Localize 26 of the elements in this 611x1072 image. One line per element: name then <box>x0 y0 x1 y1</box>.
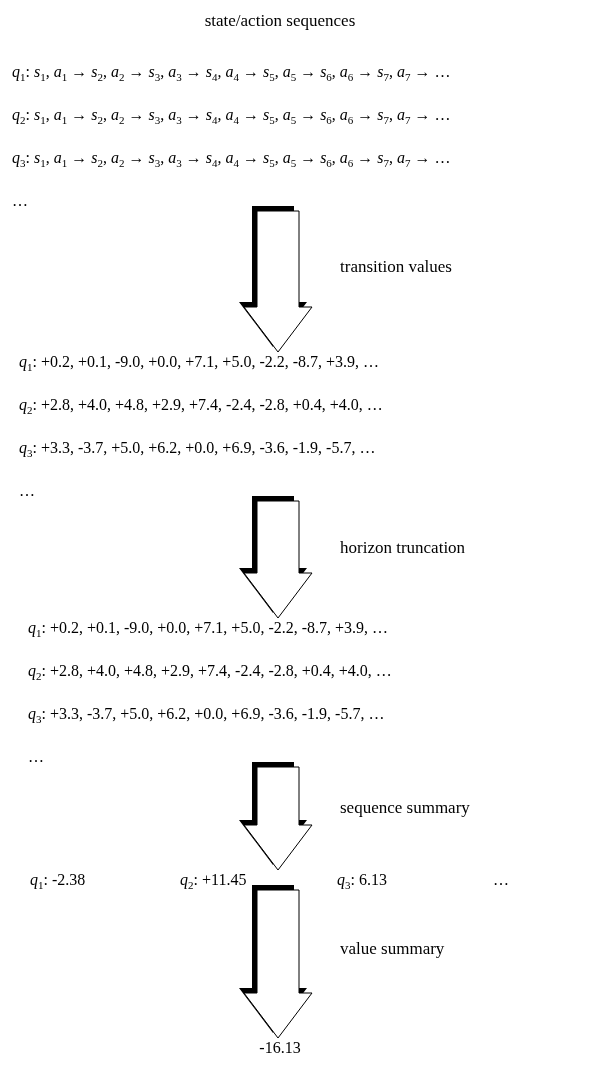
sequence-row-text: q$_{1}$: +0.2, +0.1, -9.0, +0.0, +7.1, +5.0, -2.2, -8.7, +3.9, … <box>28 618 390 638</box>
sequence-row-text: q$_{1}$: +0.2, +0.1, -9.0, +0.0, +7.1, +5.0, -2.2, -8.7, +3.9, … <box>19 352 381 372</box>
edge-label: horizon truncation <box>340 536 466 559</box>
sequence-row-text: -16.13 <box>258 1038 302 1058</box>
edge-label: sequence summary <box>340 797 470 820</box>
sequence-row-text: q$_{3}$: +3.3, -3.7, +5.0, +6.2, +0.0, +6.9, -3.6, -1.9, -5.7, … <box>19 438 377 458</box>
sequence-row: q$_{1}$: s$_{1}$, a$_{1}$ → s$_{2}$, a$_{2}$ → s$_{3}$, a$_{3}$ → s$_{4}$, a$_{4}$ → s$_{5}$, a$_{5}$ → s$_{6}$, a$_{6}$ → s$_{7}$, a$_{7}$ → … <box>12 62 451 82</box>
sequence-row: q$_{2}$: +2.8, +4.0, +4.8, +2.9, +7.4, -2.4, -2.8, +0.4, +4.0, … <box>19 395 383 415</box>
sequence-row-text: … <box>19 481 36 501</box>
block-arrow <box>239 496 313 619</box>
sequence-row: q$_{2}$: s$_{1}$, a$_{1}$ → s$_{2}$, a$_{2}$ → s$_{3}$, a$_{3}$ → s$_{4}$, a$_{4}$ → s$_{5}$, a$_{5}$ → s$_{6}$, a$_{6}$ → s$_{7}$, a$_{7}$ → … <box>12 105 451 125</box>
sequence-row: q$_{3}$: s$_{1}$, a$_{1}$ → s$_{2}$, a$_{2}$ → s$_{3}$, a$_{3}$ → s$_{4}$, a$_{4}$ → s$_{5}$, a$_{5}$ → s$_{6}$, a$_{6}$ → s$_{7}$, a$_{7}$ → … <box>12 148 451 168</box>
block-arrow <box>239 206 313 353</box>
summary-value: … <box>493 870 509 890</box>
summary-value: q$_{2}$: +11.45 <box>180 870 248 890</box>
summary-value: q$_{1}$: -2.38 <box>30 870 87 890</box>
block-arrow <box>239 762 313 871</box>
sequence-row-text: … <box>28 747 45 767</box>
sequence-row: q$_{2}$: +2.8, +4.0, +4.8, +2.9, +7.4, -2.4, -2.8, +0.4, +4.0, … <box>28 661 392 681</box>
sequence-row-text: … <box>12 191 29 211</box>
sequence-row-text: q$_{3}$: +3.3, -3.7, +5.0, +6.2, +0.0, +6.9, -3.6, -1.9, -5.7, … <box>28 704 386 724</box>
edge-label: value summary <box>340 938 445 961</box>
diagram-title: state/action sequences <box>203 10 357 32</box>
summary-value: q$_{3}$: 6.13 <box>337 870 388 890</box>
edge-label: transition values <box>340 256 452 279</box>
block-arrow <box>239 885 313 1039</box>
